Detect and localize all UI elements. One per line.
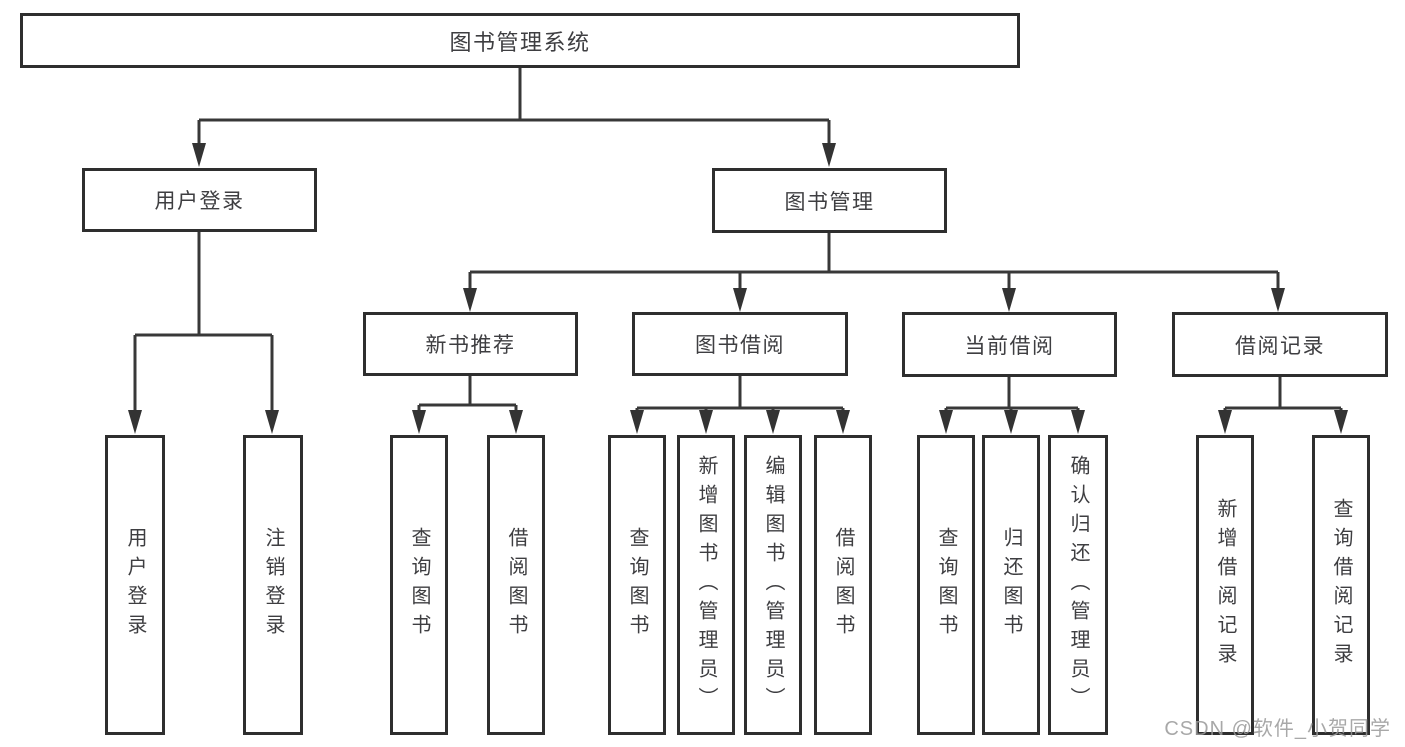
leaf-cb-confirm-return-admin: 确认归还（管理员） bbox=[1048, 435, 1108, 735]
node-current-borrowing-label: 当前借阅 bbox=[964, 334, 1055, 358]
leaf-nbr-borrow-books-label: 借阅图书 bbox=[505, 527, 527, 643]
arrow-down-icon bbox=[1071, 410, 1085, 434]
leaf-cb-query-books: 查询图书 bbox=[917, 435, 975, 735]
connector-records-to-leaves bbox=[1218, 376, 1348, 434]
arrow-down-icon bbox=[1334, 410, 1348, 434]
arrow-down-icon bbox=[699, 410, 713, 434]
leaf-logout: 注销登录 bbox=[243, 435, 303, 735]
arrow-down-icon bbox=[128, 410, 142, 434]
connector-userlogin-to-leaves bbox=[128, 231, 279, 434]
arrow-down-icon bbox=[822, 143, 836, 167]
node-user-login: 用户登录 bbox=[82, 168, 317, 232]
node-borrowing-records: 借阅记录 bbox=[1172, 312, 1388, 377]
leaf-bb-query-books: 查询图书 bbox=[608, 435, 666, 735]
arrow-down-icon bbox=[509, 410, 523, 434]
arrow-down-icon bbox=[265, 410, 279, 434]
node-root-label: 图书管理系统 bbox=[449, 29, 591, 55]
node-book-management-label: 图书管理 bbox=[784, 190, 875, 214]
arrow-down-icon bbox=[1218, 410, 1232, 434]
leaf-logout-label: 注销登录 bbox=[262, 527, 284, 643]
leaf-cb-return-books: 归还图书 bbox=[982, 435, 1040, 735]
leaf-bb-query-books-label: 查询图书 bbox=[626, 527, 648, 643]
leaf-cb-query-books-label: 查询图书 bbox=[935, 527, 957, 643]
leaf-bb-add-books-admin-label: 新增图书（管理员） bbox=[695, 454, 717, 716]
arrow-down-icon bbox=[630, 410, 644, 434]
arrow-down-icon bbox=[1271, 288, 1285, 312]
leaf-nbr-borrow-books: 借阅图书 bbox=[487, 435, 545, 735]
node-current-borrowing: 当前借阅 bbox=[902, 312, 1117, 377]
connector-current-to-leaves bbox=[939, 376, 1085, 434]
leaf-br-query-record: 查询借阅记录 bbox=[1312, 435, 1370, 735]
node-book-borrowing: 图书借阅 bbox=[632, 312, 848, 376]
arrow-down-icon bbox=[939, 410, 953, 434]
leaf-br-add-record: 新增借阅记录 bbox=[1196, 435, 1254, 735]
leaf-bb-edit-books-admin: 编辑图书（管理员） bbox=[744, 435, 802, 735]
node-book-management: 图书管理 bbox=[712, 168, 947, 233]
leaf-user-login: 用户登录 bbox=[105, 435, 165, 735]
node-new-book-recommend-label: 新书推荐 bbox=[425, 334, 516, 357]
node-book-borrowing-label: 图书借阅 bbox=[695, 334, 785, 357]
leaf-br-add-record-label: 新增借阅记录 bbox=[1214, 498, 1236, 672]
leaf-nbr-query-books: 查询图书 bbox=[390, 435, 448, 735]
leaf-cb-return-books-label: 归还图书 bbox=[1000, 527, 1022, 643]
arrow-down-icon bbox=[1004, 410, 1018, 434]
leaf-bb-edit-books-admin-label: 编辑图书（管理员） bbox=[762, 454, 784, 716]
node-root: 图书管理系统 bbox=[20, 13, 1020, 68]
connector-root-to-level2 bbox=[192, 66, 836, 167]
node-borrowing-records-label: 借阅记录 bbox=[1235, 334, 1325, 358]
arrow-down-icon bbox=[1002, 288, 1016, 312]
leaf-bb-borrow-books-label: 借阅图书 bbox=[832, 527, 854, 643]
connector-newbook-to-leaves bbox=[412, 374, 523, 434]
leaf-bb-add-books-admin: 新增图书（管理员） bbox=[677, 435, 735, 735]
arrow-down-icon bbox=[733, 288, 747, 312]
node-new-book-recommend: 新书推荐 bbox=[363, 312, 578, 376]
arrow-down-icon bbox=[463, 288, 477, 312]
leaf-user-login-label: 用户登录 bbox=[124, 527, 146, 643]
leaf-cb-confirm-return-admin-label: 确认归还（管理员） bbox=[1067, 454, 1089, 716]
arrow-down-icon bbox=[412, 410, 426, 434]
leaf-nbr-query-books-label: 查询图书 bbox=[408, 527, 430, 643]
arrow-down-icon bbox=[192, 143, 206, 167]
node-user-login-label: 用户登录 bbox=[154, 190, 245, 213]
connector-borrowing-to-leaves bbox=[630, 374, 850, 434]
arrow-down-icon bbox=[766, 410, 780, 434]
csdn-watermark: CSDN @软件_小贺同学 bbox=[1164, 718, 1391, 740]
leaf-br-query-record-label: 查询借阅记录 bbox=[1330, 498, 1352, 672]
arrow-down-icon bbox=[836, 410, 850, 434]
connector-bookmgmt-to-level3 bbox=[463, 232, 1285, 312]
leaf-bb-borrow-books: 借阅图书 bbox=[814, 435, 872, 735]
